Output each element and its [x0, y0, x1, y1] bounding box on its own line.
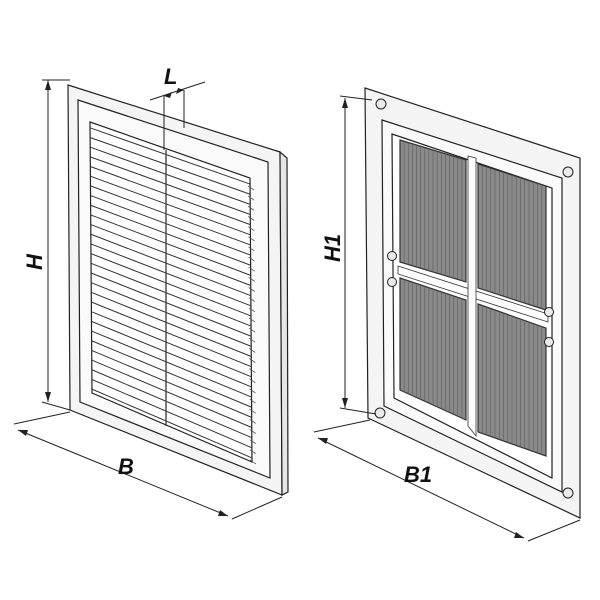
louver-slat-edge	[249, 419, 256, 424]
louver-slat	[91, 378, 253, 449]
louver-slat-edge	[249, 368, 256, 373]
louver-slat	[90, 224, 251, 286]
louver-slat	[90, 253, 252, 317]
louver-slat	[90, 175, 251, 236]
label-h: H	[22, 253, 47, 270]
louver-slat-edge	[248, 256, 255, 262]
louver-slat-edge	[248, 327, 256, 333]
louver-slat-edge	[248, 287, 255, 292]
louver-slat	[89, 127, 251, 185]
louver-slat	[91, 349, 252, 418]
screw-icon	[375, 98, 387, 110]
label-b1: B1	[404, 462, 432, 487]
louver-slat	[90, 156, 251, 215]
louver-slat	[90, 146, 251, 205]
louver-slat	[91, 330, 252, 398]
louver-slat	[91, 388, 253, 459]
dim-l	[149, 81, 206, 150]
screw-icon	[387, 251, 397, 261]
front-frame-edge	[279, 150, 289, 496]
louver-slat	[91, 282, 252, 347]
screw-icon	[562, 487, 574, 499]
louver-slat-edge	[249, 358, 256, 363]
louver-slat-edge	[248, 337, 256, 343]
louver-slat-edge	[249, 388, 256, 394]
front-louver-panel	[89, 121, 253, 463]
louver-slat-edge	[249, 408, 256, 414]
dim-b	[13, 411, 283, 520]
louver-slat	[91, 311, 252, 378]
louver-slat	[90, 195, 251, 256]
louver-slat	[91, 369, 253, 439]
louver-slat	[90, 233, 252, 297]
mesh-texture	[403, 141, 543, 455]
louver-slat	[90, 185, 251, 246]
dim-h1	[339, 95, 377, 415]
louver-slat-edge	[249, 449, 257, 455]
screw-icon	[387, 277, 397, 287]
label-l: L	[164, 64, 177, 89]
louver-slat	[90, 204, 251, 266]
louver-slat-edge	[248, 246, 255, 252]
louver-slat	[89, 137, 251, 195]
screw-icon	[562, 166, 574, 178]
louver-slat-edge	[248, 307, 256, 313]
front-grille	[67, 84, 289, 496]
dim-h	[41, 79, 71, 411]
louver-slat-edge	[247, 206, 255, 211]
louver-slat-edge	[249, 398, 256, 404]
louver-slat-edge	[249, 378, 256, 384]
louver-slat	[91, 301, 252, 368]
louver-slat-edge	[248, 226, 255, 231]
louver-slat	[91, 320, 252, 388]
rear-grille	[364, 87, 581, 519]
louver-slat	[90, 272, 252, 337]
louver-slat-edge	[249, 439, 257, 444]
louver-slat	[90, 214, 251, 276]
louver-slat-edge	[247, 195, 255, 201]
rear-cross-rib-vertical	[467, 155, 477, 438]
screw-icon	[374, 407, 386, 419]
dim-b1	[313, 419, 581, 542]
louver-slat-edge	[248, 236, 255, 242]
louver-slat	[90, 262, 252, 327]
louver-slat-edge	[248, 216, 255, 221]
louver-slat-edge	[249, 429, 256, 434]
mounting-screws	[374, 98, 574, 499]
louver-slat-edge	[247, 185, 255, 191]
label-b: B	[118, 454, 134, 479]
louver-slat-edge	[248, 317, 256, 323]
louver-slat-edge	[249, 459, 257, 465]
louver-slat-edge	[248, 348, 256, 353]
louver-slat	[91, 291, 252, 357]
louver-slat	[91, 359, 252, 428]
louver-slat-edge	[248, 297, 256, 302]
screw-icon	[544, 307, 554, 317]
label-h1: H1	[320, 234, 345, 262]
louver-slat	[90, 166, 251, 226]
screw-icon	[544, 337, 554, 347]
louver-slat	[91, 340, 252, 408]
louver-slat-edge	[248, 277, 255, 282]
louvers	[89, 127, 257, 465]
louver-slat	[90, 243, 252, 307]
louver-slat-edge	[248, 266, 255, 272]
